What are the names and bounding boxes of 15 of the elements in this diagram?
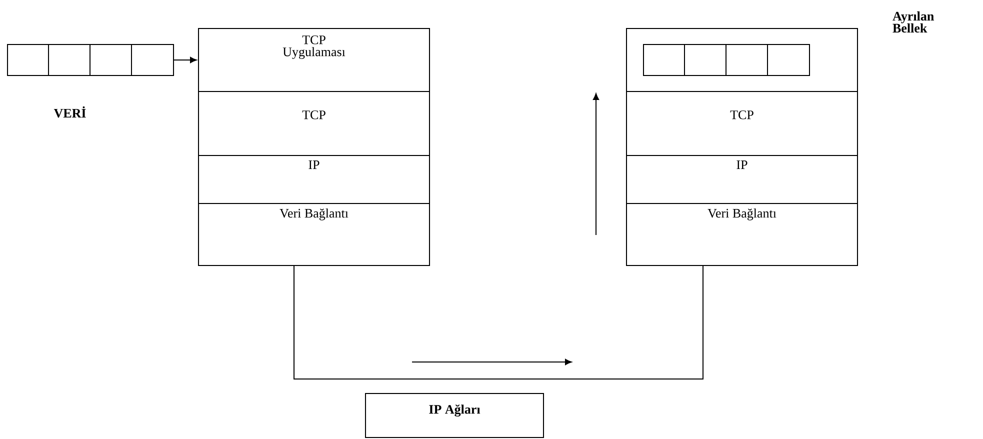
layer-box: TCP: [626, 91, 858, 156]
arrow: [174, 56, 197, 64]
layer-box: Veri Bağlantı: [198, 203, 430, 266]
layer-box: IP: [626, 155, 858, 204]
network-box: IP Ağları: [365, 393, 544, 438]
connection-line: [294, 266, 704, 380]
buffer-drawing: [7, 44, 174, 76]
layer-box: [626, 28, 858, 92]
caption-label: Ayrılan Bellek: [892, 11, 934, 33]
layer-box: IP: [198, 155, 430, 204]
buffer-drawing: [643, 44, 810, 76]
caption-label: VERİ: [54, 106, 86, 118]
layer-box: TCP: [198, 91, 430, 156]
layer-box: TCP Uygulaması: [198, 28, 430, 92]
layer-box: Veri Bağlantı: [626, 203, 858, 266]
